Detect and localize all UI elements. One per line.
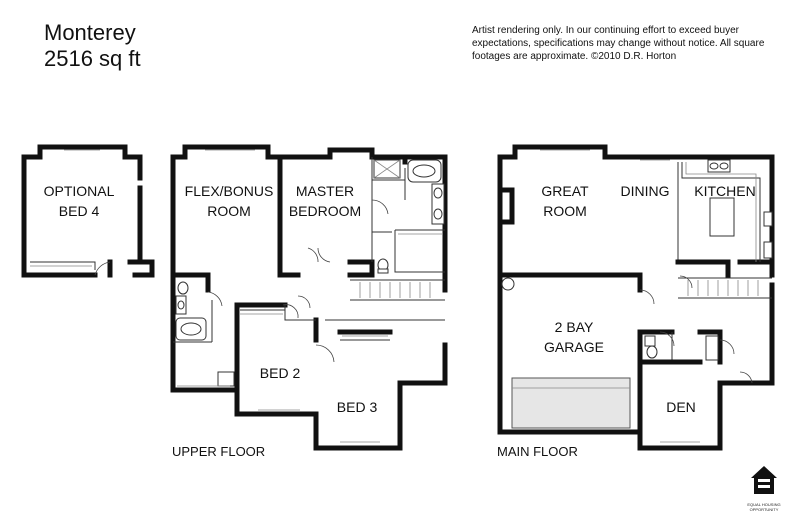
equal-housing-opportunity-icon <box>751 466 777 494</box>
upper-floor-plan <box>170 144 448 451</box>
main-floor-label: MAIN FLOOR <box>497 444 578 459</box>
optional-bed-4-label-line2: BED 4 <box>59 203 100 219</box>
garage-label: 2 BAY <box>555 319 594 335</box>
square-footage: 2516 sq ft <box>44 46 141 71</box>
upper-floor-label: UPPER FLOOR <box>172 444 265 459</box>
master-bedroom-label: MASTER <box>296 183 354 199</box>
great-room-label-line2: ROOM <box>543 203 587 219</box>
flex-bonus-room-label: FLEX/BONUS <box>185 183 274 199</box>
den-label: DEN <box>666 399 696 415</box>
master-bedroom-label-line2: BEDROOM <box>289 203 361 219</box>
plan-name: Monterey <box>44 20 136 45</box>
great-room-label: GREAT <box>541 183 589 199</box>
bed-2-label: BED 2 <box>260 365 301 381</box>
dining-label: DINING <box>621 183 670 199</box>
disclaimer-text: Artist rendering only. In our continuing… <box>472 25 765 62</box>
optional-bed-4-label: OPTIONAL <box>44 183 115 199</box>
optional-bed-4-plan <box>21 144 155 278</box>
flex-bonus-room-label-line2: ROOM <box>207 203 251 219</box>
plan-title: Monterey 2516 sq ft <box>44 20 141 72</box>
bed-3-label: BED 3 <box>337 399 378 415</box>
kitchen-label: KITCHEN <box>694 183 755 199</box>
garage-label-line2: GARAGE <box>544 339 604 355</box>
main-floor-plan <box>497 144 775 451</box>
equal-housing-opportunity-text: EQUAL HOUSING OPPORTUNITY <box>747 502 781 512</box>
